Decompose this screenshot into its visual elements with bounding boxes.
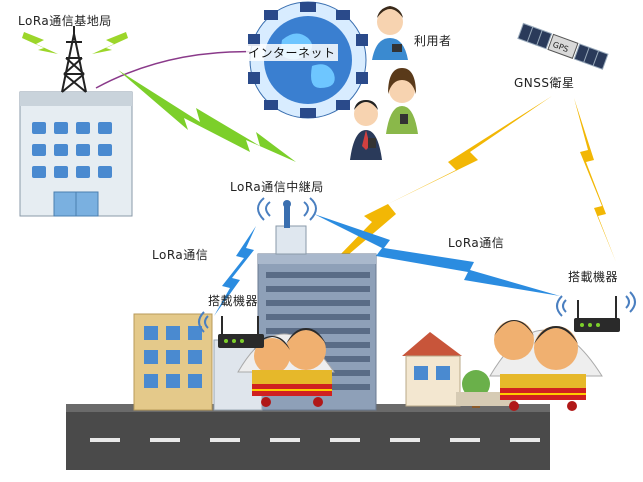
onboard-device-right-label: 搭載機器 (568, 270, 619, 284)
onboard-device-left-label: 搭載機器 (208, 294, 259, 308)
lora-link-right-label: LoRa通信 (448, 236, 505, 250)
lora-link-relay-left-device (214, 226, 256, 316)
right-onboard-device-icon (556, 291, 636, 332)
road (66, 404, 550, 470)
base-station-signal-icon (22, 32, 128, 54)
left-building (133, 313, 213, 411)
left-float-icon (237, 328, 335, 407)
right-float-icon (489, 320, 603, 411)
base-station-label: LoRa通信基地局 (18, 14, 112, 28)
internet-label: インターネット (246, 44, 338, 61)
left-onboard-device-icon (198, 311, 264, 348)
internet-link-line (95, 50, 263, 89)
base-station-building (19, 91, 133, 217)
base-station-tower-icon (61, 26, 87, 93)
gnss-satellite-label: GNSS衛星 (514, 76, 575, 90)
user-label: 利用者 (414, 34, 452, 48)
relay-wifi-icon (257, 197, 317, 221)
gnss-link-right-device (574, 98, 616, 262)
right-house (402, 332, 462, 407)
relay-station-label: LoRa通信中継局 (230, 180, 324, 194)
gnss-satellite-icon: GPS (517, 22, 609, 70)
user-icon (350, 6, 418, 160)
lora-link-left-label: LoRa通信 (152, 248, 209, 262)
lora-link-base-relay (118, 70, 296, 162)
